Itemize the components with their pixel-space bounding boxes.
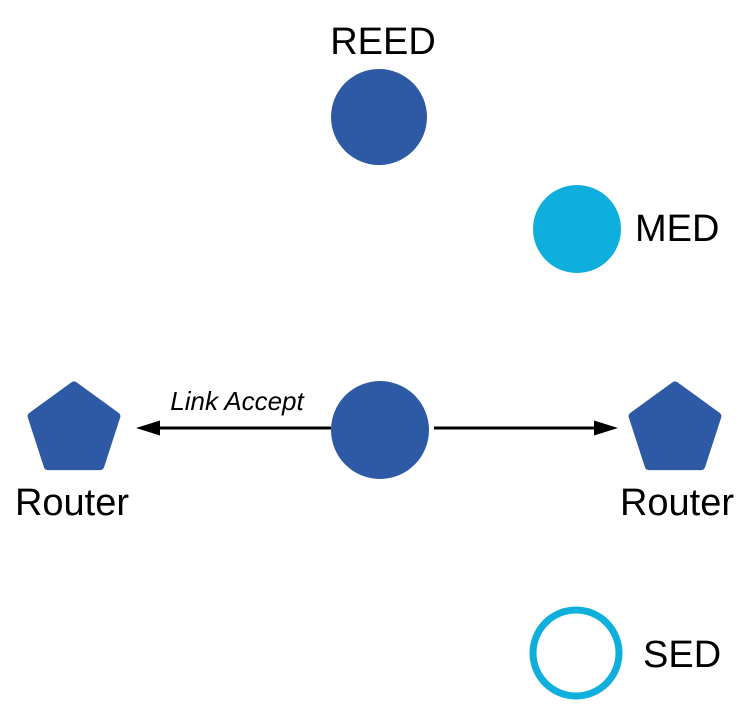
sed-node-circle (529, 606, 623, 700)
router-left-label: Router (15, 482, 129, 524)
router-left-pentagon-icon (27, 381, 121, 471)
sed-node-label: SED (643, 634, 721, 676)
arrowhead-left-icon (136, 420, 160, 436)
router-left-node (27, 381, 121, 471)
center-node-circle (331, 381, 429, 479)
link-accept-edge-label: Link Accept (170, 386, 305, 416)
router-right-label: Router (620, 482, 734, 524)
reed-node-label: REED (330, 21, 436, 63)
med-node-circle (533, 185, 621, 273)
arrowhead-right-icon (594, 420, 618, 436)
med-node-label: MED (635, 208, 719, 250)
router-right-pentagon-icon (628, 381, 722, 471)
router-right-node (628, 381, 722, 471)
reed-node-circle (331, 69, 427, 165)
